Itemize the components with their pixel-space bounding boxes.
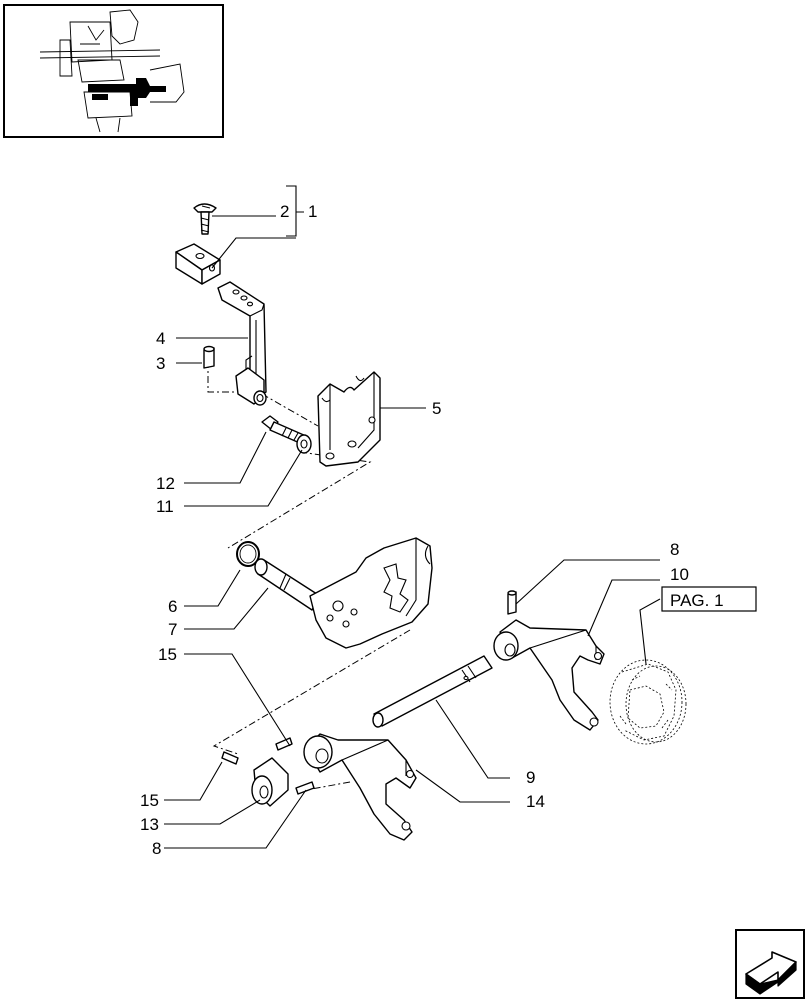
part-pin-3 (203, 345, 215, 369)
callout-2: 2 (280, 202, 289, 221)
page-reference-box[interactable]: PAG. 1 (661, 586, 757, 612)
part-lever-4 (217, 281, 267, 406)
callout-10: 10 (670, 565, 689, 584)
callout-15-upper: 15 (158, 645, 177, 664)
callout-11: 11 (156, 497, 174, 516)
part-pin-15-lower (221, 751, 239, 765)
page-reference-label: PAG. 1 (670, 591, 724, 610)
part-fork-10 (493, 619, 605, 731)
part-bolt-12 (261, 415, 307, 445)
callout-8-upper: 8 (670, 540, 679, 559)
callout-14: 14 (526, 792, 545, 811)
highlighted-shaft (88, 78, 166, 98)
callout-5: 5 (432, 399, 441, 418)
part-pin-8-upper (507, 590, 517, 615)
part-rod-9 (372, 655, 493, 728)
part-plate-5 (317, 371, 381, 467)
callout-6: 6 (168, 597, 177, 616)
part-shaft-7 (254, 537, 433, 649)
part-block-1 (175, 243, 221, 285)
next-page-arrow-icon[interactable] (735, 929, 805, 999)
callout-7: 7 (168, 620, 177, 639)
gear-reference (609, 659, 687, 745)
location-thumbnail (3, 4, 224, 138)
part-collar-13 (251, 757, 289, 807)
part-fork-14 (303, 733, 417, 841)
part-pin-8-lower (295, 781, 315, 795)
callout-labels: 1 2 3 4 5 6 7 8 8 9 10 11 12 13 14 15 15 (140, 202, 689, 858)
callout-12: 12 (156, 474, 175, 493)
callout-4: 4 (156, 329, 165, 348)
callout-9: 9 (526, 768, 535, 787)
part-ring-6 (236, 541, 260, 567)
part-washer-11 (296, 434, 312, 454)
callout-8-lower: 8 (152, 839, 161, 858)
callout-3: 3 (156, 354, 165, 373)
callout-13: 13 (140, 815, 159, 834)
part-pin-15-upper (275, 737, 293, 751)
callout-1: 1 (308, 202, 317, 221)
callout-15-lower: 15 (140, 791, 159, 810)
part-screw-2 (193, 203, 217, 235)
leader-lines (164, 185, 661, 849)
